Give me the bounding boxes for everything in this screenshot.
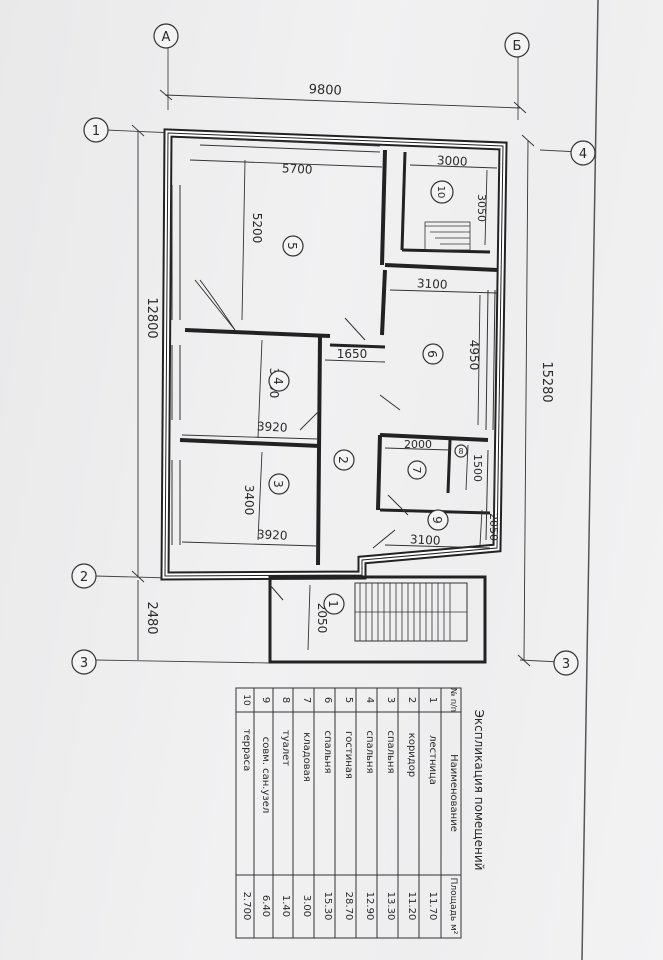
row8-number: 8 bbox=[280, 697, 291, 703]
row7-name: кладовая bbox=[301, 732, 312, 782]
row10-number: 10 bbox=[241, 694, 251, 706]
room-5-label: 5 bbox=[285, 242, 299, 250]
row7-area: 3.00 bbox=[301, 895, 312, 917]
row9-area: 6.40 bbox=[260, 895, 271, 917]
dim-room5-width: 5700 bbox=[282, 161, 313, 177]
overall-dimensions: 9800 12800 2480 15280 bbox=[131, 82, 554, 667]
row4-number: 4 bbox=[364, 697, 375, 703]
axis-1-label: 1 bbox=[92, 124, 100, 139]
axis-2-label: 2 bbox=[80, 570, 88, 585]
row9-name: совм. сан.узел bbox=[260, 737, 271, 814]
grid-axes bbox=[94, 45, 581, 664]
axis-a-marker: А bbox=[153, 23, 179, 49]
axis-4-marker: 4 bbox=[570, 140, 596, 166]
dim-room9-length: 2050 bbox=[487, 513, 500, 541]
row8-area: 1.40 bbox=[280, 895, 291, 917]
dim-room10-length: 3050 bbox=[475, 194, 488, 222]
dim-overall-length: 12800 bbox=[144, 297, 159, 338]
row7-number: 7 bbox=[301, 697, 312, 703]
dim-room7-width: 2000 bbox=[404, 438, 432, 451]
building-walls bbox=[160, 128, 508, 664]
dim-room9-width: 3100 bbox=[410, 532, 441, 548]
dim-overall-right: 15280 bbox=[539, 361, 554, 402]
row6-area: 15.30 bbox=[322, 892, 333, 921]
dim-room8-width: 1500 bbox=[471, 454, 484, 482]
room-4-marker: 4 bbox=[268, 370, 290, 392]
row5-area: 28.70 bbox=[343, 892, 354, 921]
explication-title: Экспликация помещений bbox=[472, 710, 486, 871]
axis-3-label: 3 bbox=[80, 656, 88, 671]
room-9-label: 9 bbox=[430, 516, 444, 524]
row2-area: 11.20 bbox=[406, 892, 417, 921]
stairs bbox=[354, 221, 471, 642]
explication-table bbox=[235, 687, 462, 939]
row10-name: терраса bbox=[241, 729, 252, 771]
header-area: Площадь м² bbox=[448, 878, 458, 935]
dim-room6-length: 4950 bbox=[467, 340, 481, 371]
axis-3r-marker: 3 bbox=[553, 650, 579, 676]
header-number: № п/п bbox=[449, 688, 458, 712]
row6-name: спальня bbox=[322, 730, 333, 773]
axis-a-label: А bbox=[162, 30, 171, 45]
page-edge-line bbox=[581, 0, 599, 960]
dim-room6-width: 3100 bbox=[417, 276, 448, 292]
room-7-marker: 7 bbox=[407, 460, 427, 480]
row3-name: спальня bbox=[385, 730, 396, 773]
room-1-marker: 1 bbox=[323, 593, 345, 615]
row9-number: 9 bbox=[260, 697, 271, 703]
axis-2-marker: 2 bbox=[71, 563, 97, 589]
explication-text: Экспликация помещений № п/п Наименование… bbox=[241, 688, 486, 935]
axis-3r-label: 3 bbox=[562, 657, 570, 672]
axis-4-label: 4 bbox=[579, 147, 587, 162]
dim-room3-length: 3400 bbox=[242, 485, 256, 516]
row2-number: 2 bbox=[406, 697, 417, 703]
room-3-marker: 3 bbox=[268, 473, 290, 495]
room-4-label: 4 bbox=[271, 377, 285, 385]
dim-room5-length: 5200 bbox=[250, 213, 264, 244]
room-2-marker: 2 bbox=[333, 449, 355, 471]
row5-number: 5 bbox=[343, 697, 354, 703]
axis-markers: А Б 1 2 3 4 3 bbox=[71, 23, 596, 676]
room-10-label: 10 bbox=[435, 186, 446, 199]
row1-name: лестница bbox=[427, 735, 438, 785]
room-8-marker: 8 bbox=[454, 444, 468, 458]
room-dimension-lines bbox=[181, 159, 498, 651]
row1-area: 11.70 bbox=[427, 892, 438, 921]
row6-number: 6 bbox=[322, 697, 333, 703]
dim-stair-length: 2050 bbox=[315, 603, 329, 634]
row3-number: 3 bbox=[385, 697, 396, 703]
room-6-marker: 6 bbox=[422, 343, 444, 365]
axis-1-marker: 1 bbox=[83, 117, 109, 143]
room-10-marker: 10 bbox=[430, 180, 454, 204]
header-name: Наименование bbox=[448, 754, 459, 832]
room-markers: 1 2 3 4 5 6 7 8 9 10 bbox=[268, 180, 468, 615]
dim-room4-width: 3920 bbox=[257, 419, 288, 435]
dim-overall-width: 9800 bbox=[308, 82, 342, 99]
doors bbox=[194, 279, 409, 601]
room-7-label: 7 bbox=[410, 467, 423, 474]
row4-name: спальня bbox=[364, 730, 375, 773]
dim-bottom-stair: 2480 bbox=[144, 601, 159, 634]
axis-b-marker: Б bbox=[504, 32, 530, 58]
room-6-label: 6 bbox=[425, 350, 439, 358]
row8-name: туалет bbox=[280, 730, 291, 766]
row4-area: 12.90 bbox=[364, 892, 375, 921]
room-2-label: 2 bbox=[336, 456, 350, 464]
dim-corridor-1650: 1650 bbox=[337, 347, 368, 361]
row10-area: 2.700 bbox=[241, 892, 252, 921]
row5-name: гостиная bbox=[343, 731, 354, 779]
room-3-label: 3 bbox=[271, 480, 285, 488]
axis-3-marker: 3 bbox=[71, 649, 97, 675]
dim-room3-width: 3920 bbox=[257, 527, 288, 543]
room-8-label: 8 bbox=[458, 447, 463, 456]
dim-room10-width: 3000 bbox=[437, 153, 468, 169]
row3-area: 13.30 bbox=[385, 892, 396, 921]
axis-b-label: Б bbox=[513, 39, 522, 54]
room-9-marker: 9 bbox=[427, 509, 449, 531]
room-5-marker: 5 bbox=[282, 235, 304, 257]
row2-name: коридор bbox=[406, 733, 417, 777]
row1-number: 1 bbox=[427, 697, 438, 703]
room-1-label: 1 bbox=[326, 600, 340, 608]
